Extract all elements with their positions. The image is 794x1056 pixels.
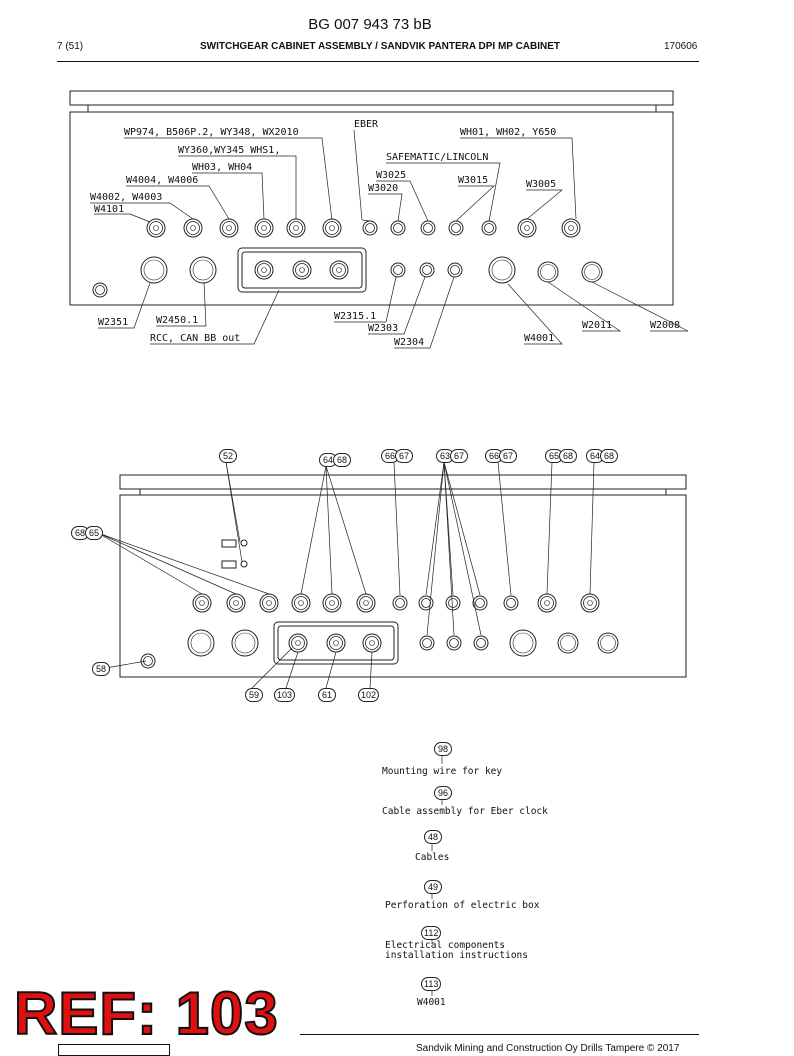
label-w3025: W3025 — [376, 170, 407, 181]
label-w2315: W2315.1 — [334, 311, 377, 322]
label-w3005: W3005 — [526, 179, 557, 190]
parts-balloon-49: 49 — [424, 880, 442, 894]
label-safematic: SAFEMATIC/LINCOLN — [386, 152, 489, 163]
parts-desc-98: Mounting wire for key — [382, 766, 503, 777]
label-w4001: W4001 — [524, 333, 555, 344]
label-w2351: W2351 — [98, 317, 129, 328]
label-wh03: WH03, WH04 — [192, 162, 253, 173]
balloon-59: 59 — [245, 688, 263, 702]
balloon-68: 68 — [559, 449, 577, 463]
label-wy360: WY360,WY345 WHS1, — [178, 145, 281, 156]
label-eber: EBER — [354, 119, 379, 130]
parts-balloon-98: 98 — [434, 742, 452, 756]
balloon-58: 58 — [92, 662, 110, 676]
balloon-67: 67 — [499, 449, 517, 463]
top-view-glands — [92, 218, 603, 298]
balloon-66: 66 — [485, 449, 503, 463]
label-w2303: W2303 — [368, 323, 399, 334]
bottom-view-cabinet — [119, 474, 687, 678]
parts-balloon-112: 112 — [421, 926, 442, 940]
label-wh01: WH01, WH02, Y650 — [460, 127, 557, 138]
parts-balloon-48: 48 — [424, 830, 442, 844]
balloon-67: 67 — [450, 449, 468, 463]
parts-desc-49: Perforation of electric box — [385, 900, 540, 911]
document-title: SWITCHGEAR CABINET ASSEMBLY / SANDVIK PA… — [199, 41, 561, 52]
balloon-67: 67 — [395, 449, 413, 463]
page-number: 7 (51) — [57, 41, 84, 52]
parts-desc-48: Cables — [415, 852, 450, 863]
label-w3020: W3020 — [368, 183, 399, 194]
document-number: BG 007 943 73 bB — [308, 16, 432, 33]
balloon-103: 103 — [274, 688, 296, 702]
balloon-102: 102 — [358, 688, 380, 702]
balloon-65: 65 — [85, 526, 103, 540]
parts-balloon-113: 113 — [421, 977, 442, 991]
bottom-view-leaders — [97, 461, 595, 689]
top-view-cabinet — [69, 90, 674, 306]
label-w4004: W4004, W4006 — [126, 175, 199, 186]
parts-desc-96: Cable assembly for Eber clock — [382, 806, 548, 817]
label-wp974: WP974, B506P.2, WY348, WX2010 — [124, 127, 299, 138]
balloon-65: 65 — [545, 449, 563, 463]
document-date: 170606 — [664, 41, 698, 52]
parts-desc-113: W4001 — [417, 997, 446, 1008]
balloon-61: 61 — [318, 688, 336, 702]
footer-rule — [300, 1034, 699, 1035]
parts-desc-112: Electrical components — [385, 940, 506, 951]
label-w4002: W4002, W4003 — [90, 192, 163, 203]
label-w2008: W2008 — [650, 320, 681, 331]
parts-balloon-96: 96 — [434, 786, 452, 800]
bottom-view-glands — [140, 593, 619, 669]
label-w2304: W2304 — [394, 337, 425, 348]
reference-stamp: REF: 103 — [13, 980, 279, 1047]
label-rcc-can: RCC, CAN BB out — [150, 333, 241, 344]
parts-desc-112-line2: installation instructions — [385, 950, 528, 961]
balloon-52: 52 — [219, 449, 237, 463]
top-view-leaders — [90, 129, 689, 349]
balloon-68: 68 — [600, 449, 618, 463]
label-w3015: W3015 — [458, 175, 489, 186]
label-w2450: W2450.1 — [156, 315, 199, 326]
header-rule — [57, 61, 699, 62]
label-w4101: W4101 — [94, 204, 125, 215]
footer-copyright: Sandvik Mining and Construction Oy Drill… — [416, 1043, 680, 1054]
label-w2011: W2011 — [582, 320, 613, 331]
balloon-68: 68 — [333, 453, 351, 467]
